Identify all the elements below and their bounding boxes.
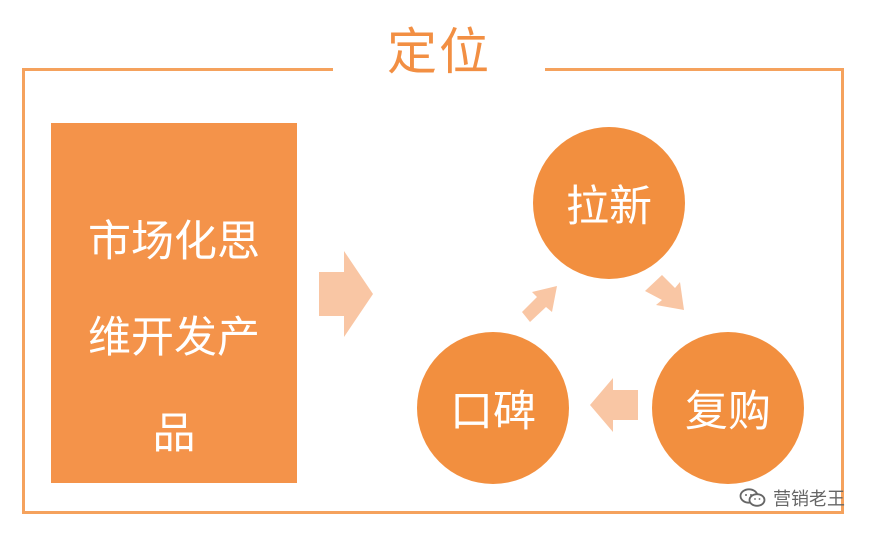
acquire-circle: 拉新 xyxy=(533,127,685,279)
watermark-text: 营销老王 xyxy=(773,489,845,510)
word-of-mouth-label: 口碑 xyxy=(450,387,536,437)
repurchase-circle: 复购 xyxy=(652,332,804,484)
diagram-title: 定位 xyxy=(387,23,491,81)
acquire-label: 拉新 xyxy=(566,182,652,232)
watermark: 营销老王 xyxy=(739,485,845,511)
title-background xyxy=(333,52,545,86)
word-of-mouth-circle: 口碑 xyxy=(417,332,569,484)
repurchase-label: 复购 xyxy=(685,387,771,437)
strategy-box: 市场化思维开发产品 xyxy=(51,123,297,483)
wechat-icon xyxy=(739,488,766,507)
right-arrow-icon xyxy=(319,251,373,337)
